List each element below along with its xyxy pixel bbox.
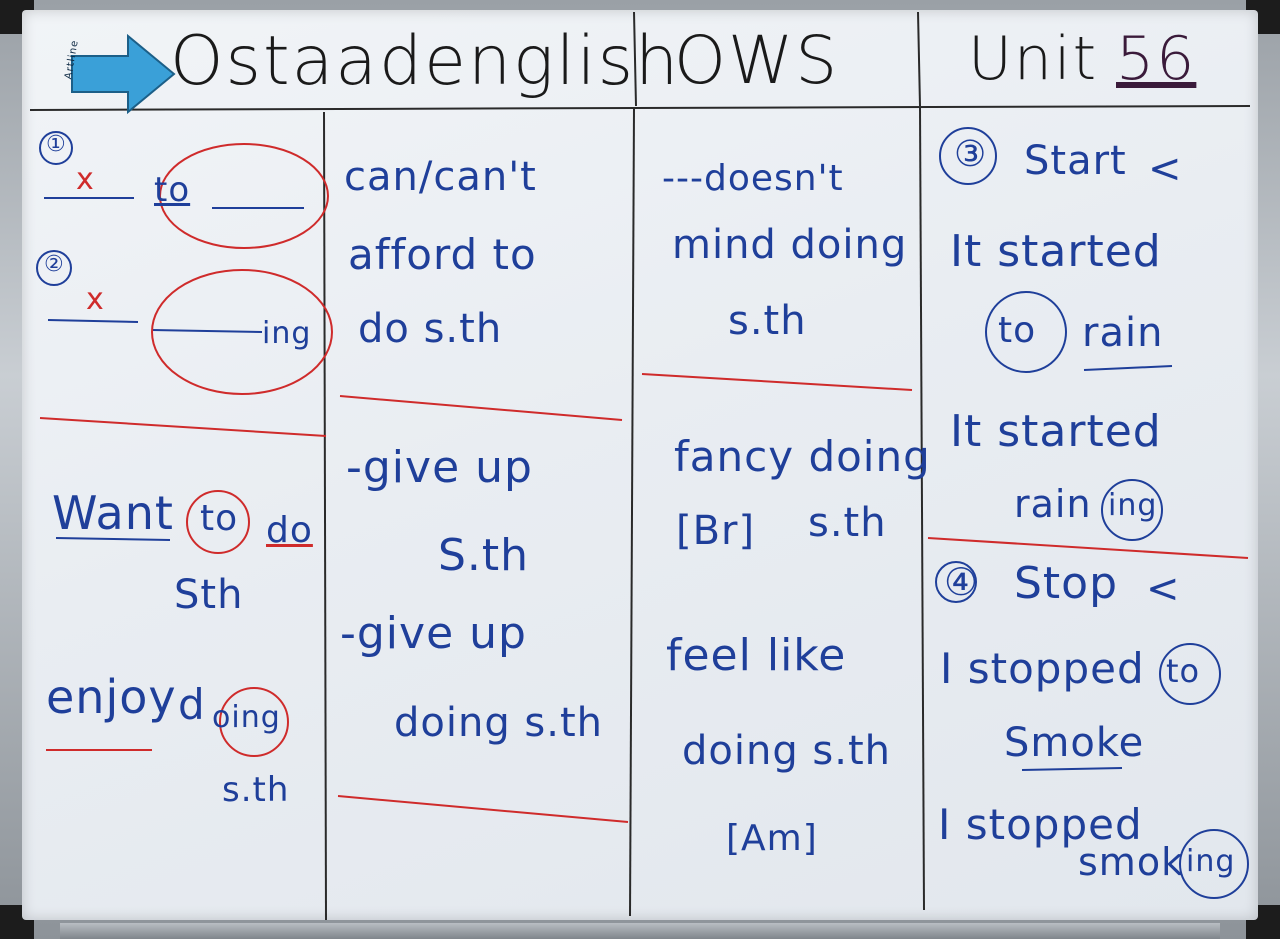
- stop-branch: <: [1146, 566, 1181, 612]
- word-ing-2: ing: [1186, 844, 1236, 879]
- x-mark-2: x: [86, 282, 105, 317]
- blue-circle-to: [985, 291, 1067, 373]
- label-2: ②: [44, 252, 65, 277]
- red-divider-col4: [927, 537, 1249, 559]
- word-start: Start: [1024, 138, 1127, 184]
- red-divider-col3: [641, 373, 913, 391]
- series-title: OWS: [674, 22, 840, 99]
- col2-line-1: can/can't: [344, 154, 537, 200]
- board-grid: [29, 11, 1251, 920]
- word-stop: Stop: [1014, 558, 1119, 609]
- col2-line-5: S.th: [438, 530, 530, 581]
- word-smoke: Smoke: [1004, 720, 1145, 766]
- col3-line-2: mind doing: [672, 222, 908, 268]
- word-to-2: to: [998, 310, 1037, 351]
- word-to-3: to: [1166, 652, 1201, 690]
- blank-line-2b: [151, 329, 263, 333]
- red-divider-col2-a: [339, 395, 623, 421]
- circle-marker-4: [935, 561, 977, 603]
- col4-line-3: It started: [950, 406, 1162, 457]
- red-circle-ing: [151, 269, 333, 395]
- col3-line-7: feel like: [666, 630, 847, 681]
- col2-line-4: -give up: [346, 442, 533, 493]
- word-smok: smok: [1078, 840, 1185, 884]
- header-divider: [29, 105, 1251, 111]
- word-to: to: [154, 170, 191, 210]
- word-doing-ing: oing: [212, 700, 281, 735]
- word-doing-d: d: [178, 680, 206, 729]
- unit-prefix: Unit: [968, 24, 1099, 94]
- col-divider-2: [629, 107, 635, 917]
- col4-line-1: It started: [950, 226, 1162, 277]
- col3-line-9: [Am]: [726, 818, 818, 859]
- col3-line-6: s.th: [808, 500, 887, 546]
- col2-line-2: afford to: [348, 230, 537, 279]
- red-circle-to: [159, 143, 329, 249]
- circle-marker-1: [39, 131, 73, 165]
- word-do: do: [266, 510, 313, 551]
- col2-line-3: do s.th: [358, 306, 503, 352]
- marker-tray: [60, 923, 1220, 939]
- whiteboard: Artline Ostaadenglish OWS Unit 56 ① x to…: [22, 10, 1258, 920]
- label-4: ④: [944, 560, 980, 604]
- red-divider-col1: [39, 417, 327, 437]
- word-want: Want: [52, 486, 174, 540]
- label-1: ①: [46, 132, 67, 157]
- word-rain-2: rain: [1014, 482, 1092, 526]
- blue-circle-to-2: [1159, 643, 1221, 705]
- word-rain: rain: [1082, 310, 1164, 356]
- col-divider-1: [323, 111, 327, 920]
- blue-circle-ing-1: [1101, 479, 1163, 541]
- word-ing-1: ing: [1108, 488, 1158, 523]
- start-branch: <: [1148, 146, 1183, 192]
- col3-line-4: fancy doing: [674, 432, 931, 481]
- want-underline: [55, 537, 171, 541]
- header-col-divider-2: [917, 11, 921, 107]
- x-mark-1: x: [76, 162, 95, 197]
- unit-number: 56: [1116, 24, 1197, 94]
- artline-logo: [71, 33, 176, 115]
- col4-line-7: I stopped: [938, 800, 1143, 849]
- smoke-underline: [1021, 767, 1123, 771]
- blank-line-2a: [47, 319, 139, 323]
- circle-marker-2: [36, 250, 72, 286]
- col3-line-1: ---doesn't: [662, 158, 844, 199]
- word-sth-2: s.th: [222, 770, 290, 810]
- rain-underline: [1083, 365, 1173, 371]
- col4-line-5: I stopped: [940, 644, 1145, 693]
- header-col-divider-1: [633, 11, 637, 107]
- col3-line-8: doing s.th: [682, 728, 892, 774]
- red-circle-doing: [219, 687, 289, 757]
- col3-line-3: s.th: [728, 298, 807, 344]
- red-circle-want-to: [186, 490, 250, 554]
- suffix-ing: ing: [262, 316, 312, 351]
- label-3: ③: [954, 134, 988, 175]
- red-divider-col2-b: [337, 795, 629, 823]
- col2-line-7: doing s.th: [394, 700, 604, 746]
- col-divider-3: [919, 107, 925, 911]
- word-sth-1: Sth: [174, 572, 244, 618]
- word-want-to: to: [200, 498, 239, 539]
- word-enjoy: enjoy: [46, 670, 177, 724]
- circle-marker-3: [939, 127, 997, 185]
- col2-line-6: -give up: [340, 608, 527, 659]
- brand-title: Ostaadenglish: [170, 22, 681, 101]
- blue-circle-ing-2: [1179, 829, 1249, 899]
- col3-line-5: [Br]: [676, 508, 756, 554]
